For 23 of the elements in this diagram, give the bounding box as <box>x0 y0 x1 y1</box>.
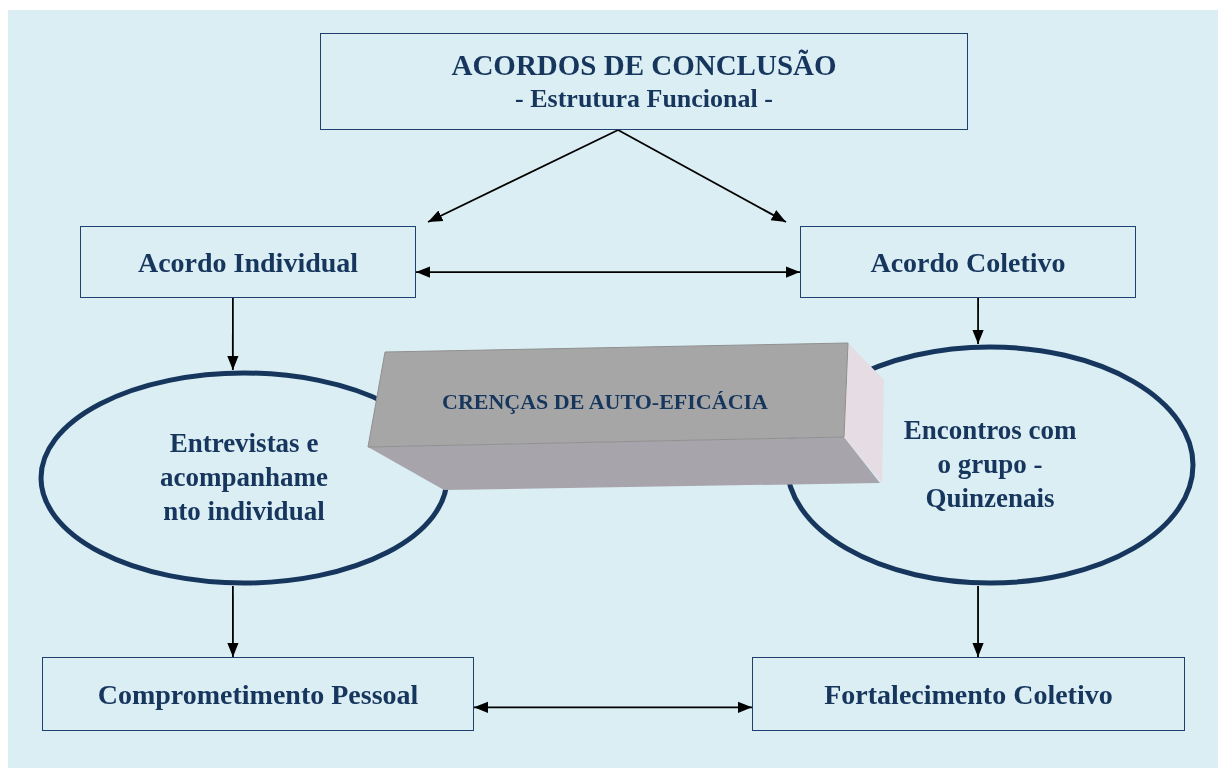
arrow <box>227 585 239 658</box>
process-box <box>320 33 968 130</box>
node-label: Fortalecimento Coletivo <box>824 677 1113 712</box>
process-box <box>752 657 1185 731</box>
arrow <box>972 585 984 658</box>
node-label: Entrevistas e acompanhame nto individual <box>159 427 329 528</box>
node-label: ACORDOS DE CONCLUSÃO <box>451 48 837 84</box>
node-label: Encontros com o grupo - Quinzenais <box>902 414 1078 515</box>
node-label: CRENÇAS DE AUTO-EFICÁCIA <box>442 388 768 416</box>
node-label: Comprometimento Pessoal <box>97 677 419 712</box>
process-box <box>800 226 1136 298</box>
arrow <box>427 129 619 223</box>
arrow <box>415 266 801 278</box>
arrow <box>473 701 753 714</box>
process-ellipse <box>784 344 1196 586</box>
arrow <box>972 297 984 345</box>
process-box <box>80 226 416 298</box>
arrow <box>227 297 239 371</box>
node-subtitle: - Estrutura Funcional - <box>515 83 773 116</box>
arrow <box>617 129 787 223</box>
node-label: Acordo Individual <box>137 245 359 280</box>
process-box <box>42 657 474 731</box>
node-label: Acordo Coletivo <box>870 245 1066 280</box>
